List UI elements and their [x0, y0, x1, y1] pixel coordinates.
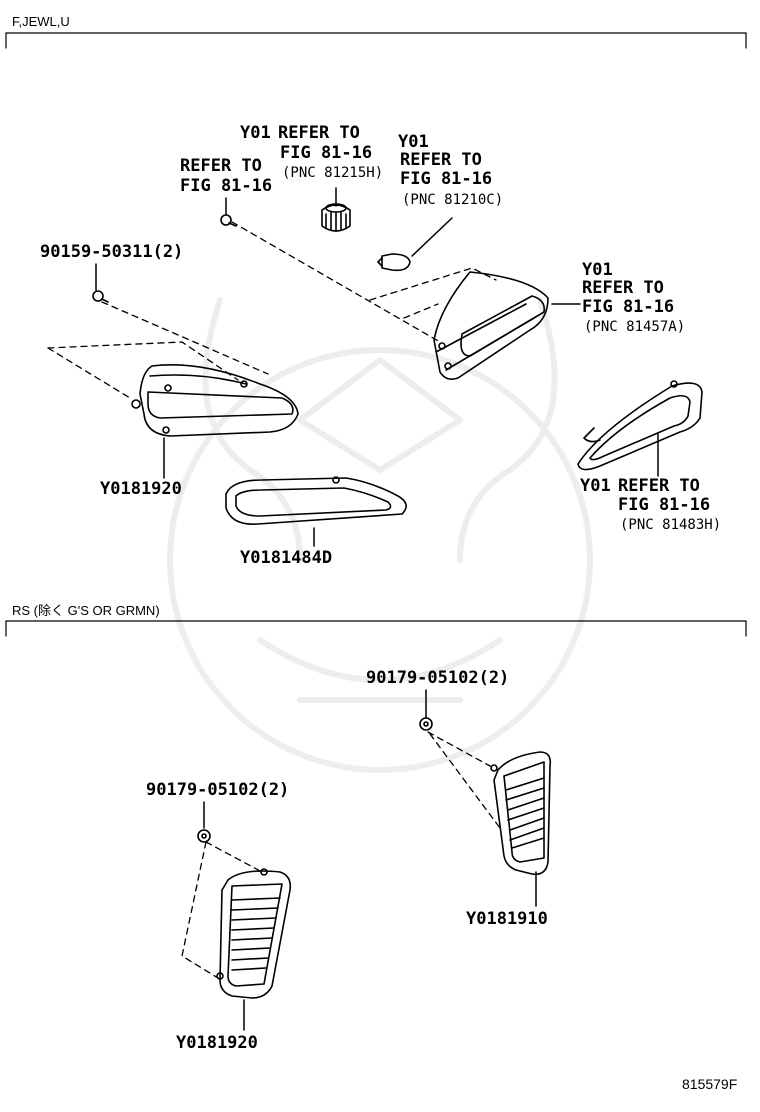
leader-lines: [95, 187, 659, 1031]
callout-refer-to: REFER TO: [618, 476, 700, 496]
side-lamp-upper-right-drawing: [433, 271, 549, 380]
callout-code: Y01: [580, 476, 611, 496]
screw-left-drawing: [197, 829, 211, 843]
section-label-top: F,JEWL,U: [12, 14, 70, 29]
callout-bezel[interactable]: Y0181484D: [240, 548, 333, 568]
callout-code: Y01: [240, 123, 271, 143]
section-label-bottom: RS (除く G'S OR GRMN): [12, 603, 160, 618]
callout-grille-left[interactable]: Y0181920: [176, 1033, 258, 1053]
callout-fig: FIG 81-16: [618, 495, 711, 515]
callout-fig: FIG 81-16: [400, 169, 493, 189]
callout-pnc: (PNC 81215H): [282, 165, 384, 181]
watermark-logo: [167, 297, 593, 773]
callout-refer-to: REFER TO: [400, 150, 482, 170]
screw-right-drawing: [419, 717, 433, 731]
bulb-drawing: [377, 253, 411, 272]
bolt-top-drawing: [220, 214, 237, 227]
callout-code: Y01: [398, 132, 429, 152]
section-frame-bottom: [5, 620, 747, 637]
dashed-guide-lines: [47, 221, 501, 979]
screw-upper-drawing: [92, 290, 109, 303]
callout-pnc: (PNC 81457A): [584, 319, 686, 335]
section-frame-top: [5, 32, 747, 49]
callout-pnc: (PNC 81210C): [402, 192, 504, 208]
callout-refer-to: REFER TO: [278, 123, 360, 143]
callout-lamp-left-upper[interactable]: Y0181920: [100, 479, 182, 499]
callout-fig: FIG 81-16: [582, 297, 675, 317]
bezel-left-drawing: [225, 476, 407, 525]
callout-fig: FIG 81-16: [280, 143, 373, 163]
callout-fig: FIG 81-16: [180, 176, 273, 196]
callout-grille-right[interactable]: Y0181910: [466, 909, 548, 929]
callout-refer-to: REFER TO: [180, 156, 262, 176]
callout-screw-right[interactable]: 90179-05102(2): [366, 668, 510, 688]
bulb-socket-drawing: [321, 203, 351, 232]
grille-right-drawing: [490, 751, 552, 876]
figure-number: 815579F: [682, 1076, 738, 1092]
callout-screw-left[interactable]: 90179-05102(2): [146, 780, 290, 800]
callout-refer-to: REFER TO: [582, 278, 664, 298]
callout-code: Y01: [582, 260, 613, 280]
grille-left-drawing: [216, 868, 292, 999]
callout-pnc: (PNC 81483H): [620, 517, 722, 533]
callout-screw-upper[interactable]: 90159-50311(2): [40, 242, 184, 262]
bezel-right-drawing: [577, 380, 703, 471]
side-lamp-left-drawing: [131, 364, 299, 437]
